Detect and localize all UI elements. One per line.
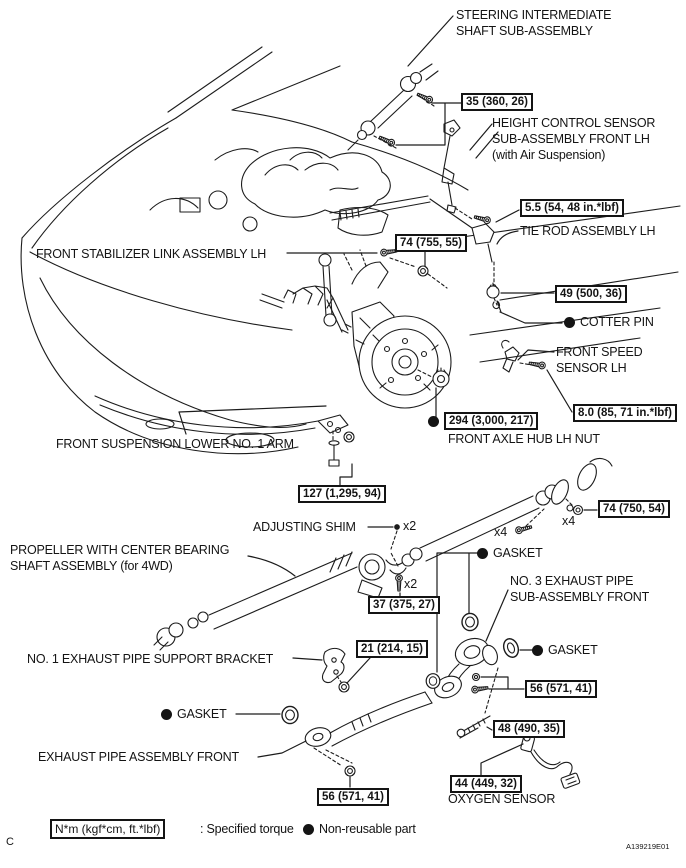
- label-no3-exhaust: NO. 3 EXHAUST PIPE SUB-ASSEMBLY FRONT: [510, 574, 650, 604]
- non-reusable-dot-icon: [477, 547, 488, 559]
- non-reusable-dot-icon: [303, 823, 314, 835]
- label-support-bracket: NO. 1 EXHAUST PIPE SUPPORT BRACKET: [27, 652, 274, 666]
- label-lower-arm: FRONT SUSPENSION LOWER NO. 1 ARM: [56, 437, 294, 451]
- non-reusable-dot-icon: [532, 644, 543, 656]
- torque-speed-bolt: 8.0 (85, 71 in.*lbf): [573, 404, 677, 422]
- label-cotter-pin: COTTER PIN: [564, 315, 654, 329]
- cv-axle-boot: [259, 285, 352, 334]
- torque-hub-nut-row: 294 (3,000, 217): [428, 412, 539, 430]
- legend-torque-units-box: N*m (kgf*cm, ft.*lbf): [50, 819, 166, 839]
- count-prop-bolts: x4: [494, 525, 508, 539]
- label-gasket-2: GASKET: [532, 643, 598, 657]
- torque-front-pipe-nut: 56 (571, 41): [317, 788, 390, 806]
- label-propeller-shaft: PROPELLER WITH CENTER BEARING SHAFT ASSE…: [10, 543, 230, 573]
- lower-no1-arm: [94, 395, 355, 467]
- label-gasket-1: GASKET: [477, 546, 543, 560]
- torque-steering-bolt: 35 (360, 26): [461, 93, 534, 111]
- label-gasket-3: GASKET: [161, 707, 227, 721]
- torque-bearing-bolt: 37 (375, 27): [368, 596, 441, 614]
- torque-no3-bolt: 56 (571, 41): [525, 680, 598, 698]
- stabilizer-link: [318, 246, 429, 327]
- torque-oxygen-sensor: 44 (449, 32): [450, 775, 523, 793]
- label-steering-shaft: STEERING INTERMEDIATE SHAFT SUB-ASSEMBLY: [456, 8, 612, 38]
- oxygen-sensor: [520, 734, 581, 789]
- steering-rack-tie-rod: [329, 195, 502, 313]
- label-axle-hub-nut: FRONT AXLE HUB LH NUT: [448, 432, 600, 446]
- torque-stud-bolt: 48 (490, 35): [493, 720, 566, 738]
- label-height-sensor: HEIGHT CONTROL SENSOR SUB-ASSEMBLY FRONT…: [492, 116, 656, 162]
- non-reusable-dot-icon: [161, 708, 172, 720]
- page-letter: C: [6, 836, 14, 848]
- propeller-shaft: [153, 457, 613, 651]
- torque-tie-rod-nut: 49 (500, 36): [555, 285, 628, 303]
- torque-bracket-nut: 21 (214, 15): [356, 640, 429, 658]
- legend-nonreusable: Non-reusable part: [303, 822, 416, 836]
- count-shim: x2: [403, 519, 417, 533]
- assembly-dash-lines: [313, 93, 573, 767]
- label-stabilizer-link: FRONT STABILIZER LINK ASSEMBLY LH: [36, 247, 267, 261]
- figure-code: A139219E01: [626, 842, 670, 851]
- no3-exhaust-pipe: [425, 612, 520, 739]
- front-exhaust-pipe: [281, 691, 433, 777]
- label-oxygen-sensor: OXYGEN SENSOR: [448, 792, 556, 806]
- label-tie-rod: TIE ROD ASSEMBLY LH: [520, 224, 656, 238]
- torque-prop-flange: 74 (750, 54): [598, 500, 671, 518]
- non-reusable-dot-icon: [564, 316, 575, 328]
- leader-lines: [178, 15, 598, 788]
- front-speed-sensor: [501, 339, 547, 373]
- torque-height-bolt: 5.5 (54, 48 in.*lbf): [520, 199, 624, 217]
- torque-arm-bolt: 127 (1,295, 94): [298, 485, 387, 503]
- count-bearing-bolts: x2: [404, 577, 418, 591]
- exhaust-support-bracket: [321, 647, 350, 693]
- engine-line-art: [149, 147, 391, 236]
- torque-hub-nut: 294 (3,000, 217): [444, 412, 539, 430]
- torque-stabilizer-nut: 74 (755, 55): [395, 234, 468, 252]
- non-reusable-dot-icon: [428, 415, 439, 427]
- knuckle-brake-disc: [351, 261, 452, 409]
- steering-intermediate-shaft: [347, 63, 439, 151]
- label-adjusting-shim: ADJUSTING SHIM: [253, 520, 356, 534]
- label-exhaust-front: EXHAUST PIPE ASSEMBLY FRONT: [38, 750, 239, 764]
- height-control-sensor: [441, 119, 492, 225]
- count-flange-nuts: x4: [562, 514, 576, 528]
- legend-torque-desc: : Specified torque: [200, 822, 294, 836]
- label-speed-sensor: FRONT SPEED SENSOR LH: [556, 345, 643, 375]
